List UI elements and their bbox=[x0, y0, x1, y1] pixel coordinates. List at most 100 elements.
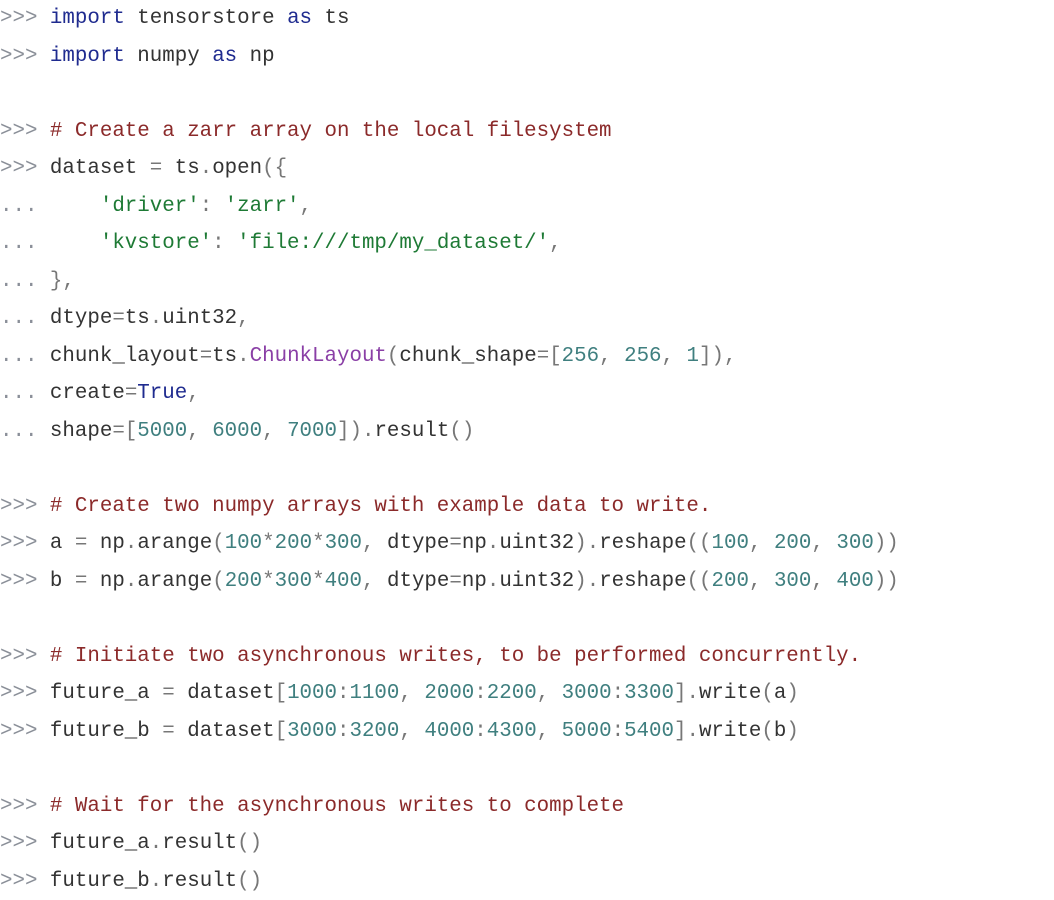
code-token: ({ bbox=[262, 157, 288, 180]
code-token: () bbox=[237, 832, 263, 855]
code-line: ... dtype=ts.uint32, bbox=[0, 300, 1054, 338]
code-token: = bbox=[162, 682, 175, 705]
code-token: ). bbox=[574, 532, 600, 555]
code-token: 6000 bbox=[212, 419, 263, 443]
code-token: 4300 bbox=[486, 719, 537, 743]
code-token: () bbox=[237, 869, 263, 893]
code-token: dtype bbox=[49, 307, 113, 330]
code-token: , bbox=[811, 569, 837, 593]
code-token: . bbox=[149, 832, 163, 855]
code-token: ts bbox=[312, 7, 350, 30]
code-token: = bbox=[149, 157, 163, 180]
prompt-marker: >>> bbox=[0, 157, 50, 180]
code-token: (( bbox=[686, 532, 712, 555]
code-token: , bbox=[299, 194, 313, 218]
prompt-marker: ... bbox=[0, 419, 50, 443]
code-token: . bbox=[124, 569, 138, 593]
prompt-marker: ... bbox=[0, 232, 100, 255]
code-token: numpy bbox=[124, 44, 213, 68]
code-token: ]). bbox=[337, 419, 375, 443]
code-token: , bbox=[536, 719, 562, 743]
code-token: 300 bbox=[836, 532, 874, 555]
prompt-marker: ... bbox=[0, 194, 100, 218]
code-token: * bbox=[312, 532, 325, 555]
prompt-marker: ... bbox=[0, 382, 50, 405]
prompt-marker: >>> bbox=[0, 794, 50, 818]
code-token: . bbox=[486, 532, 500, 555]
code-line: >>> future_b = dataset[3000:3200, 4000:4… bbox=[0, 713, 1054, 751]
code-token: 1 bbox=[686, 344, 699, 368]
code-token: 'kvstore' bbox=[99, 232, 213, 255]
code-token: . bbox=[486, 569, 500, 593]
code-token: 1100 bbox=[349, 682, 400, 705]
code-line: ... chunk_layout=ts.ChunkLayout(chunk_sh… bbox=[0, 338, 1054, 376]
code-token: . bbox=[149, 307, 163, 330]
code-line: ... shape=[5000, 6000, 7000]).result() bbox=[0, 413, 1054, 451]
code-token: uint32 bbox=[499, 532, 575, 555]
code-token: write bbox=[698, 682, 762, 705]
code-token: 5400 bbox=[624, 719, 674, 743]
code-token: 300 bbox=[274, 569, 313, 593]
code-token: [ bbox=[274, 719, 288, 743]
code-token: arange bbox=[137, 532, 213, 555]
code-token: , bbox=[536, 682, 562, 705]
code-line: >>> future_a.result() bbox=[0, 825, 1054, 863]
code-token: np bbox=[461, 532, 487, 555]
code-token: . bbox=[149, 869, 163, 893]
code-token: dataset bbox=[49, 157, 150, 180]
prompt-marker: >>> bbox=[0, 7, 50, 30]
code-token: , bbox=[549, 232, 562, 255]
code-line: >>> b = np.arange(200*300*400, dtype=np.… bbox=[0, 563, 1054, 601]
code-token: 256 bbox=[624, 344, 662, 368]
code-token: 400 bbox=[836, 569, 874, 593]
code-token: , bbox=[748, 532, 774, 555]
code-line: >>> future_b.result() bbox=[0, 863, 1054, 900]
code-token: : bbox=[474, 682, 487, 705]
code-token: np bbox=[87, 569, 125, 593]
prompt-marker: >>> bbox=[0, 532, 50, 555]
code-token: = bbox=[74, 532, 88, 555]
code-token: = bbox=[199, 344, 213, 368]
code-token: 7000 bbox=[287, 419, 337, 443]
code-token: * bbox=[262, 569, 275, 593]
code-token: ). bbox=[574, 569, 600, 593]
code-token: . bbox=[237, 344, 250, 368]
code-token: ( bbox=[761, 719, 774, 743]
code-token: 200 bbox=[224, 569, 263, 593]
code-token: np bbox=[87, 532, 125, 555]
code-token: ) bbox=[786, 719, 799, 743]
code-token: )) bbox=[873, 532, 899, 555]
code-token: (( bbox=[686, 569, 712, 593]
code-token: dtype bbox=[386, 569, 450, 593]
code-token: dtype bbox=[386, 532, 450, 555]
code-line: ... }, bbox=[0, 263, 1054, 301]
code-token: future_b bbox=[49, 869, 150, 893]
code-token: , bbox=[811, 532, 837, 555]
code-token: 2000 bbox=[424, 682, 475, 705]
code-token: dataset bbox=[174, 682, 275, 705]
code-token: . bbox=[124, 532, 138, 555]
code-token: np bbox=[237, 44, 275, 68]
code-token: as bbox=[287, 7, 313, 30]
code-token: 3200 bbox=[349, 719, 400, 743]
code-token: 200 bbox=[773, 532, 812, 555]
code-token: 200 bbox=[274, 532, 313, 555]
code-token: import bbox=[49, 44, 125, 68]
code-token: : bbox=[199, 194, 225, 218]
code-token: arange bbox=[137, 569, 213, 593]
code-token: 200 bbox=[711, 569, 749, 593]
code-token: ChunkLayout bbox=[249, 344, 387, 368]
code-token: 5000 bbox=[561, 719, 612, 743]
code-line: >>> a = np.arange(100*200*300, dtype=np.… bbox=[0, 525, 1054, 563]
code-token: , bbox=[187, 382, 200, 405]
code-token: True bbox=[137, 382, 188, 405]
prompt-marker: >>> bbox=[0, 682, 50, 705]
code-line: >>> import tensorstore as ts bbox=[0, 0, 1054, 38]
code-token: future_b bbox=[49, 719, 163, 743]
code-token: )) bbox=[873, 569, 899, 593]
blank-line bbox=[0, 75, 1054, 113]
code-token: reshape bbox=[599, 532, 687, 555]
code-token: = bbox=[112, 307, 125, 330]
code-token: , bbox=[399, 682, 425, 705]
